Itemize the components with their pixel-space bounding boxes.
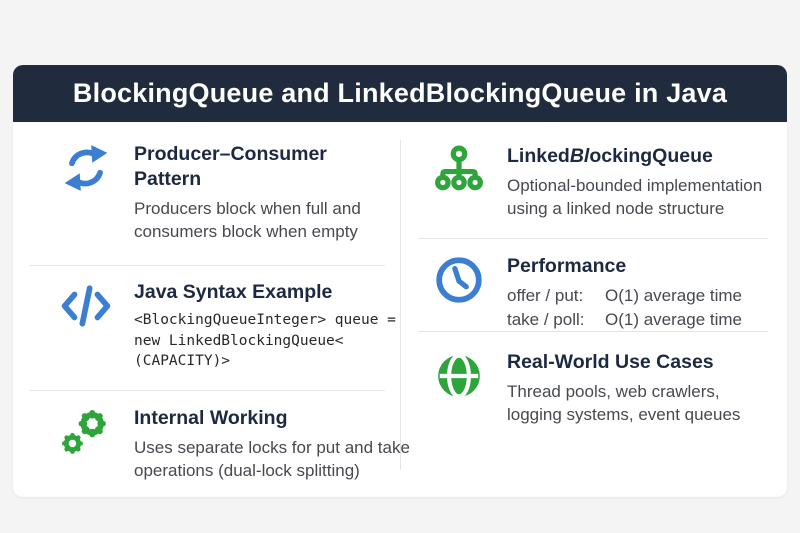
item-internal-working: Internal Working Uses separate locks for… xyxy=(60,406,410,482)
gears-icon xyxy=(60,406,112,458)
right-divider-2 xyxy=(418,331,768,332)
item-description: Uses separate locks for put and take ope… xyxy=(134,437,410,481)
item-title: Internal Working xyxy=(134,407,288,429)
item-performance: Performance offer / put: O(1) average ti… xyxy=(433,254,742,332)
item-description: Optional-bounded implementation using a … xyxy=(507,175,763,219)
performance-row: offer / put: O(1) average time xyxy=(507,284,742,308)
item-title: Java Syntax Example xyxy=(134,281,333,303)
code-line: new LinkedBlockingQueue< xyxy=(134,332,344,349)
item-producer-consumer: Producer–Consumer Pattern Producers bloc… xyxy=(60,142,361,243)
perf-label: offer / put: xyxy=(507,285,584,305)
node-tree-icon xyxy=(433,144,485,196)
item-title: LinkedBlockingQueue xyxy=(507,145,713,167)
item-text: Real-World Use Cases Thread pools, web c… xyxy=(507,350,740,426)
page-title: BlockingQueue and LinkedBlockingQueue in… xyxy=(72,78,728,108)
vertical-divider xyxy=(400,140,401,470)
header-bar: BlockingQueue and LinkedBlockingQueue in… xyxy=(13,65,787,122)
perf-value: O(1) average time xyxy=(605,285,742,305)
code-line: <BlockingQueueInteger> queue = xyxy=(134,311,396,328)
item-text: Producer–Consumer Pattern Producers bloc… xyxy=(134,142,361,243)
item-use-cases: Real-World Use Cases Thread pools, web c… xyxy=(433,350,740,426)
left-divider-1 xyxy=(30,265,385,266)
performance-row: take / poll: O(1) average time xyxy=(507,308,742,332)
clock-icon xyxy=(433,254,485,306)
perf-value: O(1) average time xyxy=(605,309,742,329)
item-description: Producers block when full and consumers … xyxy=(134,198,361,242)
item-linkedblockingqueue: LinkedBlockingQueue Optional-bounded imp… xyxy=(433,144,762,220)
item-text: LinkedBlockingQueue Optional-bounded imp… xyxy=(507,144,762,220)
item-title: Performance xyxy=(507,255,627,277)
item-description: Thread pools, web crawlers, logging syst… xyxy=(507,381,741,425)
item-text: Performance offer / put: O(1) average ti… xyxy=(507,254,742,332)
item-text: Internal Working Uses separate locks for… xyxy=(134,406,410,482)
left-divider-2 xyxy=(30,390,385,391)
content-card: Producer–Consumer Pattern Producers bloc… xyxy=(13,122,787,497)
item-java-syntax: Java Syntax Example <BlockingQueueIntege… xyxy=(60,280,396,372)
item-text: Java Syntax Example <BlockingQueueIntege… xyxy=(134,280,396,372)
code-icon xyxy=(60,280,112,332)
item-title: Real-World Use Cases xyxy=(507,351,714,373)
perf-label: take / poll: xyxy=(507,309,585,329)
globe-icon xyxy=(433,350,485,402)
right-divider-1 xyxy=(418,238,768,239)
item-title: Producer–Consumer Pattern xyxy=(134,143,327,190)
code-line: (CAPACITY)> xyxy=(134,353,231,370)
refresh-cycle-icon xyxy=(60,142,112,194)
